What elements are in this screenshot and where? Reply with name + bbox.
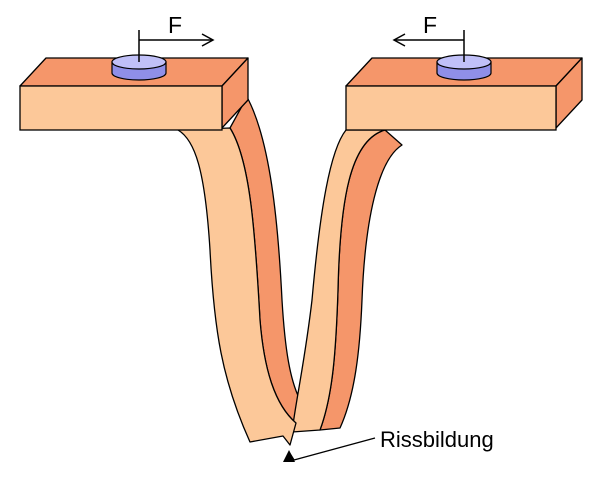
force-label-right: F: [423, 12, 437, 38]
right-force-arrow: [392, 30, 465, 62]
crack-pointer-arrow-icon: [283, 450, 295, 462]
left-pin: [111, 54, 167, 81]
crack-leader-line: [288, 437, 376, 461]
force-label-left: F: [168, 12, 182, 38]
right-flange-front: [345, 85, 557, 131]
left-force-arrow: [138, 30, 215, 62]
crack-label: Rissbildung: [380, 427, 494, 452]
left-strip-front-face: [177, 127, 297, 446]
left-flange-front: [19, 85, 223, 131]
